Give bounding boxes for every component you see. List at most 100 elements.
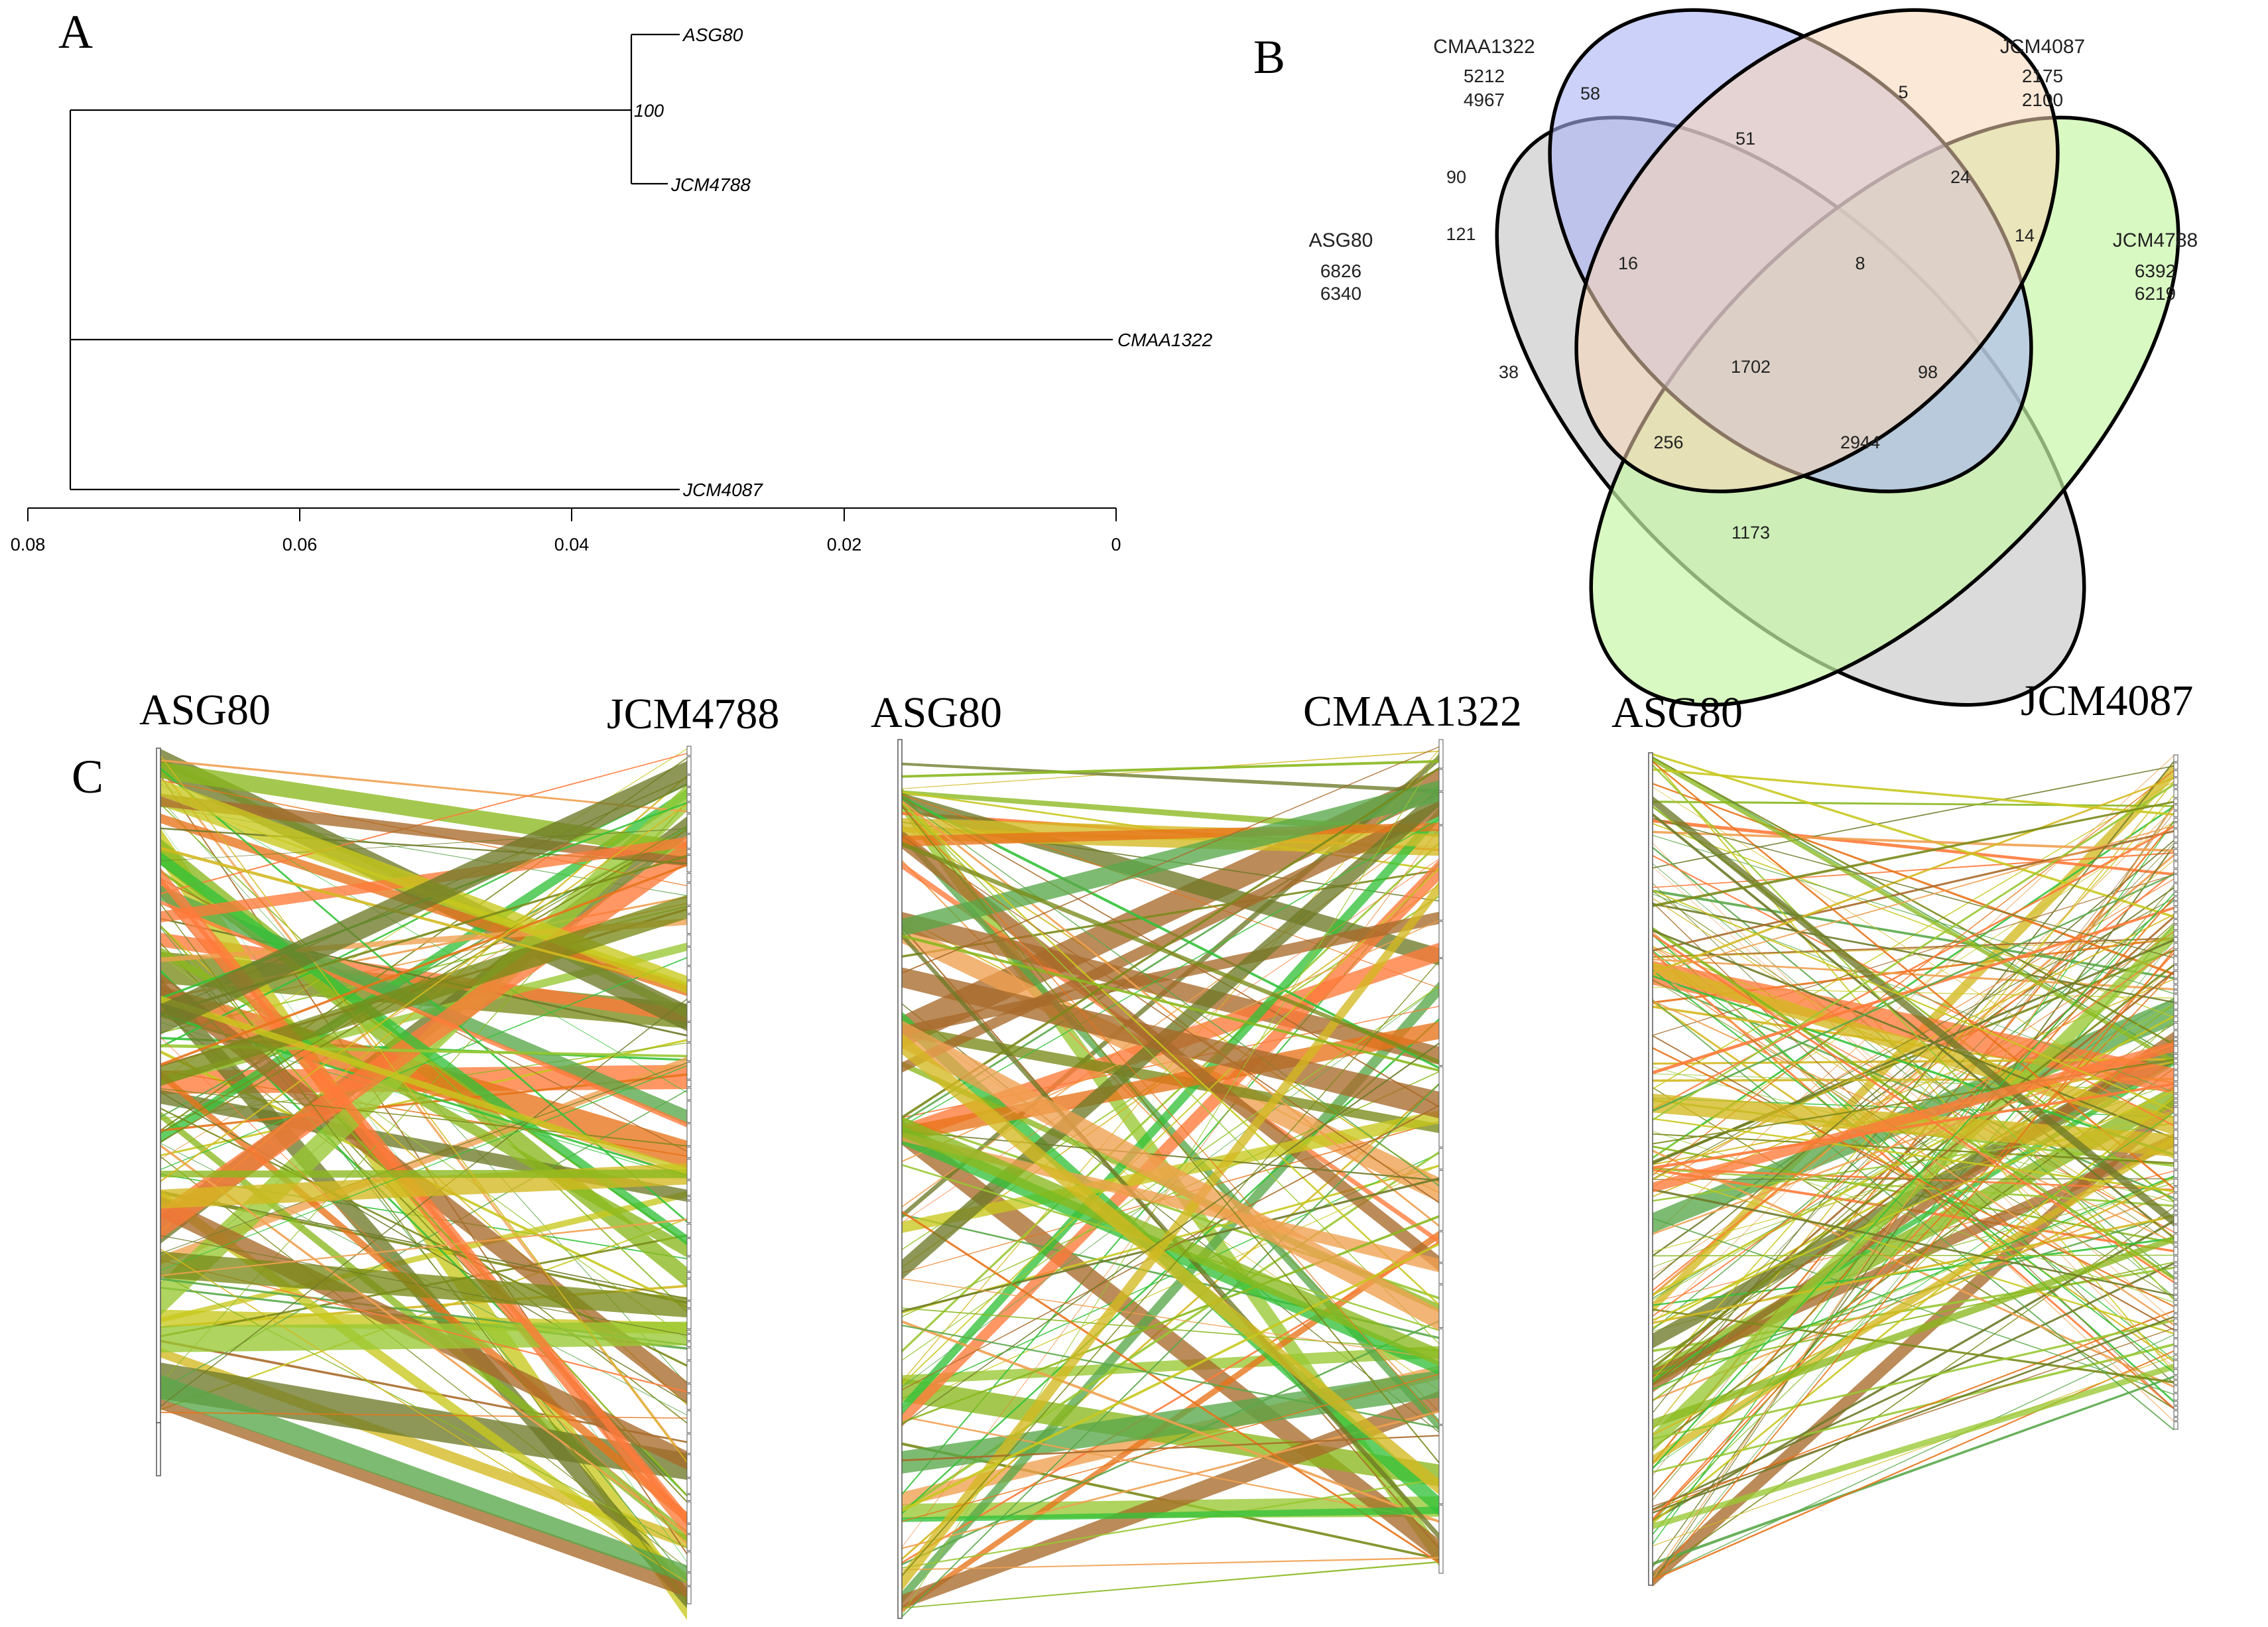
synteny-ribbon xyxy=(1653,1118,2174,1193)
right-contig-segment xyxy=(1438,1504,1444,1574)
synteny-ribbon xyxy=(902,767,1439,1120)
right-contig-segment xyxy=(686,775,692,787)
synteny-ribbon xyxy=(1653,892,2174,1470)
comparison1-right-label: JCM4788 xyxy=(607,690,779,738)
right-contig-segment xyxy=(2173,1319,2178,1324)
synteny-ribbon xyxy=(160,753,687,895)
venn-region-counts: 58 5 51 90 24 121 14 16 8 1702 38 98 256… xyxy=(1446,82,2035,543)
right-contig-segment xyxy=(686,873,692,883)
synteny-ribbon xyxy=(160,895,687,1086)
right-contig-segment xyxy=(2173,1187,2178,1193)
right-contig-segment xyxy=(686,1341,692,1347)
region-count: 256 xyxy=(1653,432,1683,452)
right-contig-segment xyxy=(2173,1063,2178,1070)
right-contig-segment xyxy=(686,1573,692,1586)
synteny-ribbon xyxy=(1653,808,2174,1325)
right-contig-segment xyxy=(686,1360,692,1384)
region-count: 51 xyxy=(1735,129,1755,149)
synteny-ribbon xyxy=(902,934,1439,1072)
right-contig-segment xyxy=(2173,1338,2178,1346)
right-contig-segment xyxy=(2173,854,2178,861)
synteny-ribbon xyxy=(1653,834,2174,994)
right-contig-segment xyxy=(2173,785,2178,789)
synteny-ribbon xyxy=(902,1506,1439,1522)
synteny-ribbon xyxy=(1653,948,2174,1584)
right-contig-segment xyxy=(1438,1147,1444,1170)
set-name-jcm4788: JCM4788 xyxy=(2113,229,2198,251)
synteny-ribbon xyxy=(1653,753,2174,918)
right-contig-segment xyxy=(2173,931,2178,937)
right-contig-segment xyxy=(686,1347,692,1360)
right-contig-segment xyxy=(686,1301,692,1309)
synteny-ribbon xyxy=(1653,783,2174,1122)
right-contig-segment xyxy=(2173,1059,2178,1063)
synteny-ribbon xyxy=(902,759,1439,778)
right-contig-segment xyxy=(2173,822,2178,828)
region-count: 38 xyxy=(1499,362,1519,382)
synteny-ribbon xyxy=(160,1251,687,1318)
synteny-ribbon xyxy=(160,1189,687,1585)
right-contig-segment xyxy=(686,1279,692,1301)
right-contig-segment xyxy=(2173,1324,2178,1330)
synteny-genome-labels: ASG80 JCM4788 ASG80 CMAA1322 ASG80 JCM40… xyxy=(139,677,2193,738)
right-contig-segment xyxy=(2173,1179,2178,1187)
right-contig-segment xyxy=(686,946,692,966)
right-contig-segment xyxy=(2173,1041,2178,1045)
synteny-ribbon xyxy=(1653,796,2174,1227)
synteny-ribbon xyxy=(1653,889,2174,980)
right-contig-segment xyxy=(2173,984,2178,990)
panel-a-tree: A ASG80 JCM4788 CMAA1322 JCM4087 100 0 xyxy=(11,5,1213,554)
tree-leaf-labels: ASG80 JCM4788 CMAA1322 JCM4087 100 xyxy=(634,25,1213,500)
right-contig-segment xyxy=(686,914,692,934)
synteny-ribbon xyxy=(1653,1031,2174,1393)
scale-tick-label: 0.06 xyxy=(283,535,318,554)
right-contig-segment xyxy=(686,1196,692,1201)
right-contig-segment xyxy=(686,1080,692,1087)
synteny-ribbon xyxy=(1653,1067,2174,1203)
right-contig-segment xyxy=(2173,777,2178,785)
region-count: 121 xyxy=(1446,224,1476,244)
right-contig-segment xyxy=(686,1478,692,1494)
right-contig-segment xyxy=(2173,964,2178,970)
synteny-ribbon xyxy=(1653,1327,2174,1508)
right-contig-segment xyxy=(2173,861,2178,869)
set-count-asg80: 6826 xyxy=(1320,261,1361,281)
comparison2-right-label: CMAA1322 xyxy=(1303,687,1522,736)
synteny-ribbon xyxy=(1653,969,2174,1374)
right-contig-segment xyxy=(686,1551,692,1573)
set-name-asg80: ASG80 xyxy=(1309,229,1373,251)
right-contig-segment xyxy=(686,1022,692,1043)
synteny-ribbon xyxy=(160,1037,687,1544)
right-contig-segment xyxy=(2173,1094,2178,1098)
right-contig-segment xyxy=(2173,798,2178,804)
synteny-ribbon xyxy=(160,1191,687,1299)
right-contig-segment xyxy=(2173,950,2178,956)
synteny-ribbon xyxy=(1653,1310,2174,1512)
right-contig-segment xyxy=(2173,896,2178,901)
right-contig-segment xyxy=(2173,1256,2178,1262)
right-contig-segment xyxy=(2173,1153,2178,1161)
region-count: 1173 xyxy=(1732,523,1770,543)
synteny-ribbon xyxy=(160,825,687,1134)
right-contig-segment xyxy=(2173,1385,2178,1393)
right-contig-segment xyxy=(2173,1393,2178,1401)
right-contig-segment xyxy=(1438,1263,1444,1284)
right-contig-segment xyxy=(2173,979,2178,984)
right-contig-segment xyxy=(2173,1130,2178,1138)
right-contig-segment xyxy=(2173,1242,2178,1247)
right-contig-segment xyxy=(2173,849,2178,854)
scale-tick-labels: 0.08 0.06 0.04 0.02 0 xyxy=(11,535,1121,554)
synteny-ribbon xyxy=(1653,974,2174,1157)
right-contig-segment xyxy=(686,1146,692,1159)
right-contig-segment xyxy=(2173,770,2178,777)
right-contig-segment xyxy=(2173,1300,2178,1305)
right-contig-segment xyxy=(2173,1102,2178,1106)
synteny-ribbon xyxy=(902,799,1439,1227)
synteny-ribbon xyxy=(902,1104,1439,1391)
synteny-ribbon xyxy=(160,1398,687,1598)
right-contig-segment xyxy=(2173,1199,2178,1205)
right-contig-segment xyxy=(686,1524,692,1534)
synteny-ribbon xyxy=(1653,940,2174,958)
synteny-ribbon xyxy=(1653,1334,2174,1580)
